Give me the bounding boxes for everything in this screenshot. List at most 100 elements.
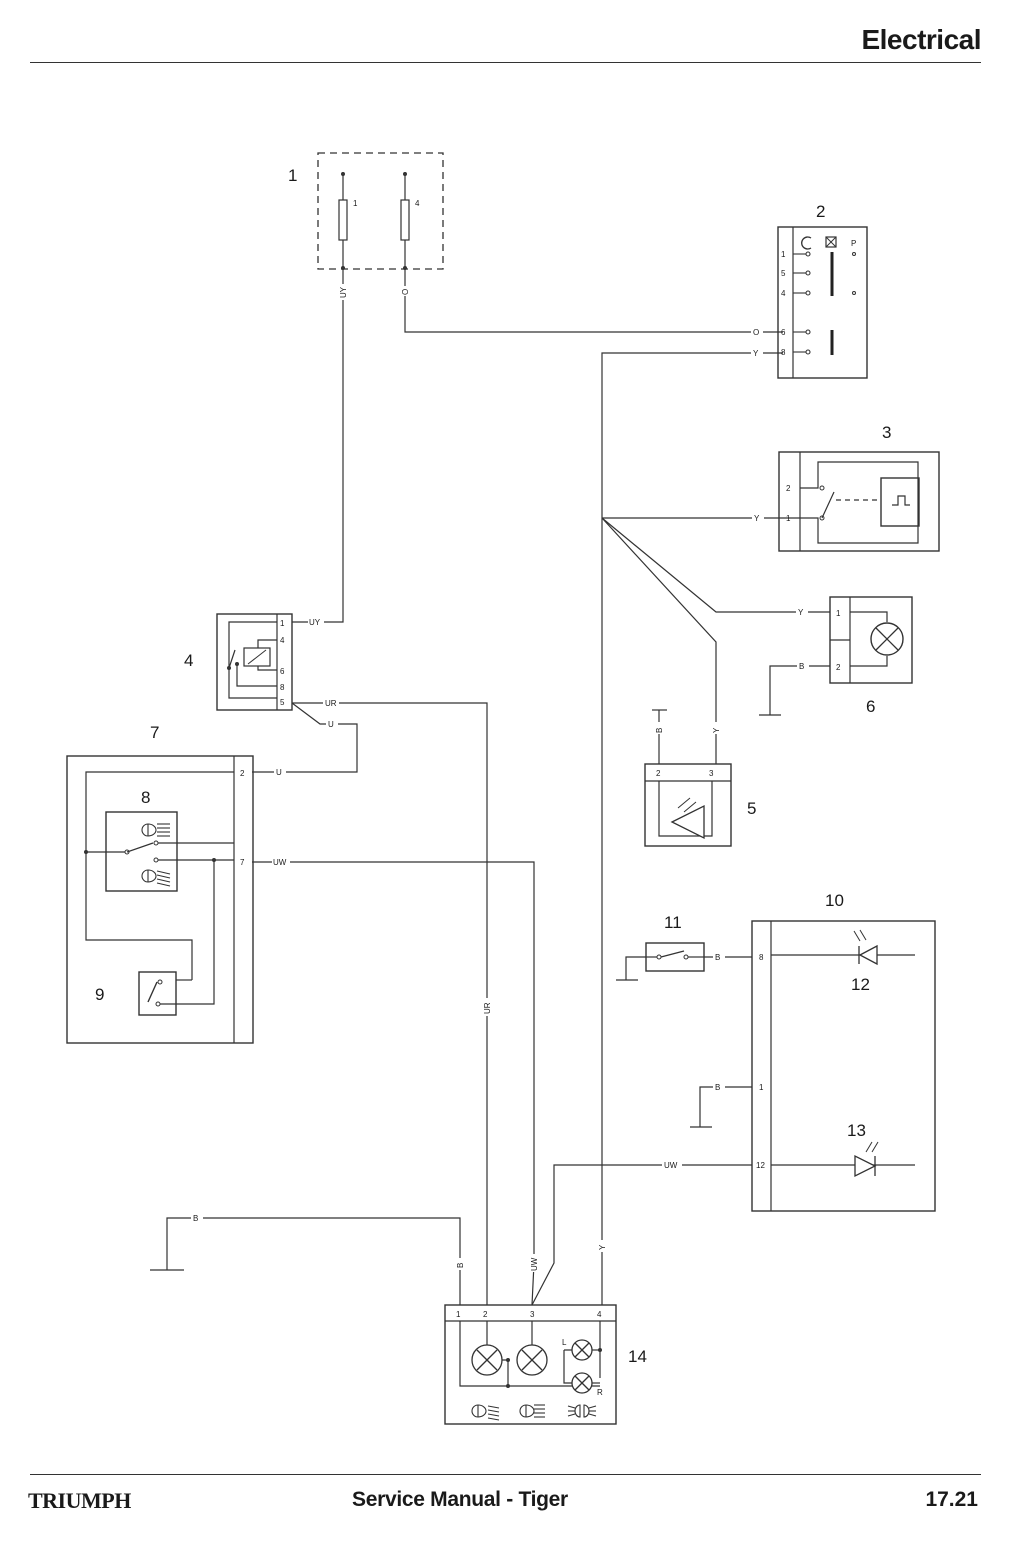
relay-pin-1: 1 [280, 619, 285, 628]
instrument-panel-10: 8 1 12 10 12 13 [751, 891, 936, 1212]
headlamp-left-label: L [562, 1338, 567, 1347]
panel-pin-1: 1 [759, 1083, 764, 1092]
component-number-9: 9 [95, 985, 104, 1004]
sensor-pin-2: 2 [656, 769, 661, 778]
headlamp-right-label: R [597, 1388, 603, 1397]
relay-pin-5: 5 [280, 698, 285, 707]
switch-pin-6: 6 [781, 328, 786, 337]
panel-pin-12: 12 [756, 1161, 765, 1170]
low-beam-symbol-icon [519, 1404, 545, 1418]
wire-label-u-relay: U [328, 720, 334, 729]
warning-lamp-6: 1 2 6 [829, 596, 913, 716]
wire-label-uw-10: UW [664, 1161, 678, 1170]
wire-label-u-7: U [276, 768, 282, 777]
switch-park-label: P [851, 239, 856, 248]
component-number-5: 5 [747, 799, 756, 818]
relay-pin-4: 4 [280, 636, 285, 645]
fuse-pin-4: 4 [415, 199, 420, 208]
wire-label-ur-relay: UR [325, 699, 337, 708]
lamp6-pin-2: 2 [836, 663, 841, 672]
pass-switch-9: 9 [95, 860, 215, 1016]
ignition-switch-2: 1 5 4 6 8 P 2 [777, 202, 868, 379]
manual-title: Service Manual - Tiger [352, 1488, 568, 1511]
relay-pin-8: 8 [280, 683, 285, 692]
unit3-pin-1: 1 [786, 514, 791, 523]
sensor-5: 2 3 5 [644, 763, 756, 847]
sensor-pin-3: 3 [709, 769, 714, 778]
wire-label-uy-vertical: UY [339, 286, 348, 298]
fuse-box-1: 1 4 1 [288, 152, 444, 270]
wire-label-o-switch: O [753, 328, 759, 337]
housing-pin-2: 2 [240, 769, 245, 778]
headlamp-pin-1: 1 [456, 1310, 461, 1319]
fuse-pin-1: 1 [353, 199, 358, 208]
wire-label-b-11: B [715, 953, 720, 962]
wire-label-uw-7: UW [273, 858, 287, 867]
header-rule [30, 62, 981, 63]
page-number: 17.21 [925, 1488, 978, 1511]
relay-pin-6: 6 [280, 667, 285, 676]
wire-label-uw-vertical: UW [530, 1257, 539, 1271]
wire-label-b-ground: B [193, 1214, 198, 1223]
component-number-6: 6 [866, 697, 875, 716]
component-number-3: 3 [882, 423, 891, 442]
high-beam-icon [141, 823, 170, 837]
component-number-12: 12 [851, 975, 870, 994]
switch-pin-8: 8 [781, 348, 786, 357]
amplifier-icon [670, 804, 705, 840]
headlamp-pin-4: 4 [597, 1310, 602, 1319]
wires [150, 270, 830, 1306]
switch-pin-5: 5 [781, 269, 786, 278]
low-beam-icon [141, 869, 171, 887]
wire-label-y-vertical: Y [598, 1244, 607, 1250]
wire-label-o-vertical: O [401, 289, 410, 295]
wire-label-y-switch: Y [753, 349, 759, 358]
component-number-4: 4 [184, 651, 193, 670]
component-number-2: 2 [816, 202, 825, 221]
component-number-8: 8 [141, 788, 150, 807]
relay-4: 1 4 6 8 5 4 [184, 613, 293, 711]
pulse-icon [892, 495, 910, 506]
led-12: 12 [771, 929, 915, 994]
wire-label-b-14: B [456, 1263, 465, 1268]
wire-label-b-5: B [655, 728, 664, 733]
housing-pin-7: 7 [240, 858, 245, 867]
wire-label-uy-relay: UY [309, 618, 321, 627]
dip-switch-8: 8 [84, 788, 234, 892]
headlamp-pin-3: 3 [530, 1310, 535, 1319]
switch-pin-1: 1 [781, 250, 786, 259]
footer-rule [30, 1474, 981, 1475]
key-off-icon [801, 236, 812, 250]
high-beam-symbol-icon [471, 1404, 500, 1421]
component-number-10: 10 [825, 891, 844, 910]
diode-icon [854, 1154, 877, 1178]
switch-unit-3: 2 1 3 [778, 423, 940, 552]
wire-labels: UY O UY O Y Y Y B Y B UR U U UW UR UW Y … [191, 284, 809, 1272]
wire-label-ur-vertical: UR [483, 1002, 492, 1014]
switch-11: 11 [645, 913, 705, 972]
led-13: 13 [771, 1121, 915, 1178]
component-number-14: 14 [628, 1347, 647, 1366]
page-header-title: Electrical [861, 24, 981, 55]
brand-logo: TRIUMPH [28, 1488, 131, 1513]
component-number-7: 7 [150, 723, 159, 742]
wire-label-y-6: Y [798, 608, 804, 617]
switch-pin-4: 4 [781, 289, 786, 298]
wire-label-y-5: Y [712, 727, 721, 733]
component-number-1: 1 [288, 166, 297, 185]
unit3-pin-2: 2 [786, 484, 791, 493]
headlamp-pin-2: 2 [483, 1310, 488, 1319]
wire-label-y-3: Y [754, 514, 760, 523]
lamp6-pin-1: 1 [836, 609, 841, 618]
headlamp-14: 1 2 3 4 L R [444, 1304, 647, 1425]
switch-housing-7: 2 7 7 [66, 723, 254, 1044]
wire-label-b-10: B [715, 1083, 720, 1092]
component-number-13: 13 [847, 1121, 866, 1140]
fuse-4-icon [400, 199, 410, 241]
wire-label-b-6: B [799, 662, 804, 671]
diode-icon [858, 944, 878, 966]
panel-pin-8: 8 [759, 953, 764, 962]
lock-icon [825, 236, 837, 248]
fuse-1-icon [338, 199, 348, 241]
